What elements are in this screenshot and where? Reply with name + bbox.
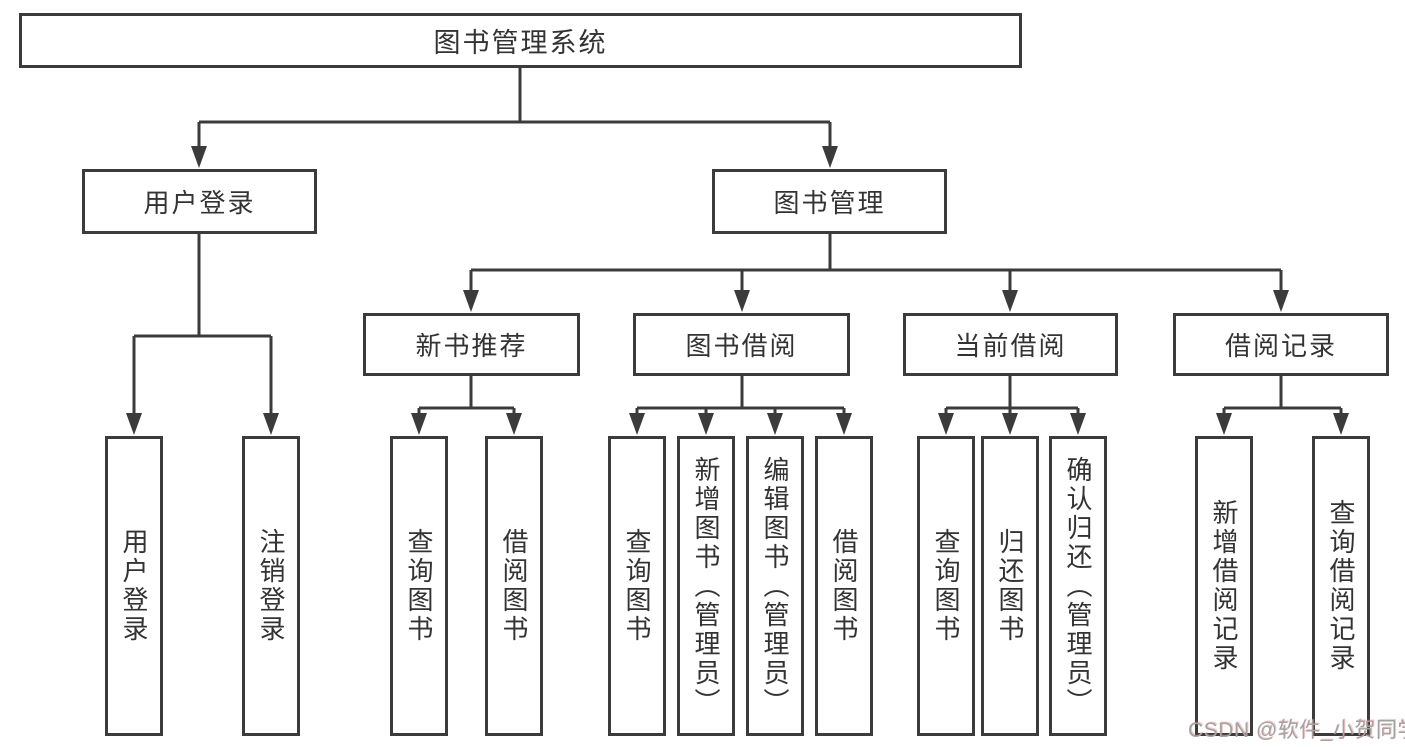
leaf-current-query-books: 查询图书 <box>917 436 975 736</box>
leaf-borrow-query-books: 查询图书 <box>608 436 666 736</box>
node-label: 图书管理 <box>773 188 886 218</box>
node-book-borrow: 图书借阅 <box>633 313 850 376</box>
node-current-borrow: 当前借阅 <box>903 313 1118 376</box>
connector-new-book-children <box>411 376 522 435</box>
leaf-add-borrow-record: 新增借阅记录 <box>1195 436 1253 736</box>
leaf-confirm-return-admin: 确认归还（管理员） <box>1049 436 1107 736</box>
node-library-management-system: 图书管理系统 <box>19 13 1022 68</box>
leaf-edit-books-admin: 编辑图书（管理员） <box>746 436 804 736</box>
leaf-newbook-query-books: 查询图书 <box>390 436 448 736</box>
connector-book-management-children <box>463 234 1289 312</box>
leaf-borrow-books: 借阅图书 <box>815 436 873 736</box>
node-label: 确认归还（管理员） <box>1063 455 1093 717</box>
leaf-newbook-borrow-books: 借阅图书 <box>485 436 543 736</box>
node-label: 借阅记录 <box>1224 331 1337 361</box>
node-label: 查询图书 <box>622 528 652 644</box>
leaf-user-login: 用户登录 <box>105 436 163 736</box>
node-label: 新书推荐 <box>415 331 528 361</box>
connector-borrow-records-children <box>1216 376 1349 435</box>
node-label: 借阅图书 <box>829 528 859 644</box>
leaf-query-borrow-record: 查询借阅记录 <box>1312 436 1370 736</box>
leaf-add-books-admin: 新增图书（管理员） <box>677 436 735 736</box>
leaf-return-books: 归还图书 <box>981 436 1039 736</box>
node-label: 归还图书 <box>995 528 1025 644</box>
connector-book-borrow-children <box>629 376 852 435</box>
node-book-management: 图书管理 <box>712 169 947 234</box>
node-label: 用户登录 <box>143 188 256 218</box>
node-user-login: 用户登录 <box>82 169 317 234</box>
node-label: 新增借阅记录 <box>1209 499 1239 673</box>
node-label: 当前借阅 <box>954 331 1067 361</box>
node-borrow-records: 借阅记录 <box>1173 313 1389 376</box>
connector-root-to-level2 <box>191 68 838 168</box>
csdn-watermark: CSDN @软件_小贺同学 <box>1188 719 1405 742</box>
node-label: 注销登录 <box>256 528 286 644</box>
node-label: 图书管理系统 <box>433 28 608 58</box>
node-label: 查询图书 <box>404 528 434 644</box>
connector-user-login-children <box>126 234 279 435</box>
node-label: 编辑图书（管理员） <box>760 455 790 717</box>
node-new-book-recommend: 新书推荐 <box>363 313 580 376</box>
node-label: 新增图书（管理员） <box>691 455 721 717</box>
connector-current-borrow-children <box>938 376 1086 435</box>
node-label: 查询图书 <box>931 528 961 644</box>
leaf-logout: 注销登录 <box>242 436 300 736</box>
node-label: 查询借阅记录 <box>1326 499 1356 673</box>
node-label: 用户登录 <box>119 528 149 644</box>
node-label: 借阅图书 <box>499 528 529 644</box>
node-label: 图书借阅 <box>685 331 798 361</box>
